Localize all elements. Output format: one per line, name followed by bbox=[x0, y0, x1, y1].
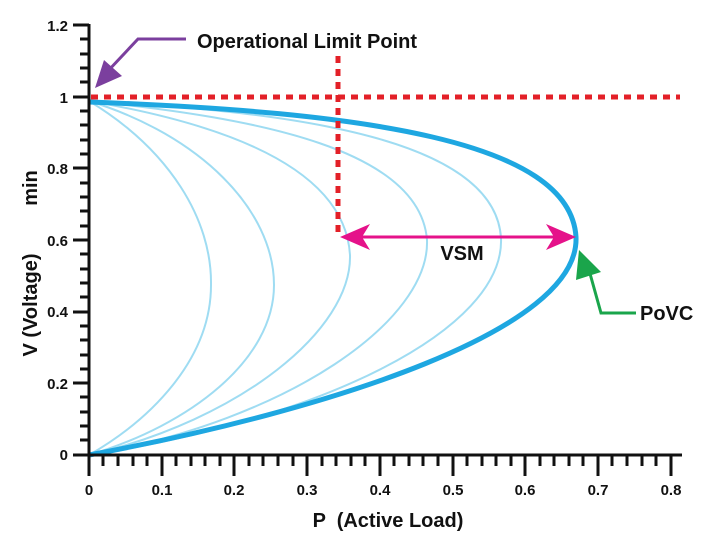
y-tick-label: 1 bbox=[60, 90, 68, 107]
y-tick-labels: 0 0.2 0.4 0.6 0.8 1 1.2 bbox=[47, 18, 69, 464]
x-tick-label: 0.8 bbox=[661, 482, 682, 499]
x-tick-label: 0.1 bbox=[152, 482, 173, 499]
pv-curve-4 bbox=[88, 100, 429, 456]
operational-limit-label: Operational Limit Point bbox=[197, 31, 417, 53]
main-pv-curve bbox=[88, 99, 579, 458]
vsm-double-arrow bbox=[340, 224, 576, 250]
povc-label: PoVC bbox=[640, 303, 693, 325]
x-tick-label: 0.2 bbox=[224, 482, 245, 499]
pv-curve-2 bbox=[88, 100, 276, 456]
operational-limit-arrow bbox=[95, 37, 186, 88]
pv-curve-1 bbox=[88, 100, 213, 456]
x-axis-title: P (Active Load) bbox=[313, 510, 464, 532]
x-tick-label: 0.7 bbox=[588, 482, 609, 499]
y-tick-label: 0.4 bbox=[47, 304, 69, 321]
x-tick-label: 0 bbox=[85, 482, 93, 499]
y-tick-label: 0.6 bbox=[47, 233, 68, 250]
x-minor-ticks bbox=[101, 455, 658, 466]
y-tick-label: 1.2 bbox=[47, 18, 68, 35]
y-axis-title: V (Voltage) bbox=[20, 254, 42, 357]
y-axis bbox=[73, 23, 91, 475]
thin-pv-curves bbox=[88, 100, 503, 456]
y-axis-min-label: min bbox=[20, 170, 42, 206]
y-tick-label: 0.8 bbox=[47, 161, 68, 178]
x-tick-labels: 0 0.1 0.2 0.3 0.4 0.5 0.6 0.7 0.8 bbox=[85, 482, 682, 499]
vsm-label: VSM bbox=[440, 243, 483, 265]
povc-arrow bbox=[576, 250, 636, 315]
pv-curve-5 bbox=[88, 100, 503, 456]
x-tick-label: 0.5 bbox=[443, 482, 464, 499]
y-tick-label: 0 bbox=[60, 447, 68, 464]
x-axis bbox=[75, 453, 682, 476]
pv-curve-3 bbox=[88, 100, 352, 456]
x-tick-label: 0.3 bbox=[297, 482, 318, 499]
y-minor-ticks bbox=[80, 37, 89, 442]
x-tick-label: 0.6 bbox=[515, 482, 536, 499]
y-tick-label: 0.2 bbox=[47, 376, 68, 393]
x-tick-label: 0.4 bbox=[370, 482, 392, 499]
